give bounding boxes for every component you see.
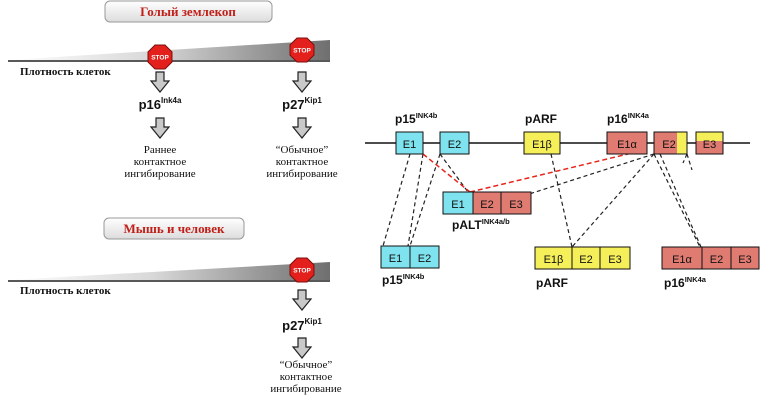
palt-transcript: E1 E2 E3 pALTINK4a/b [442, 191, 532, 232]
bottom-axis-label: Плотность клеток [20, 285, 111, 297]
p27-gene-label: p27Kip1 [282, 96, 322, 112]
top-title-box [104, 0, 273, 23]
top-axis-label: Плотность клеток [20, 66, 111, 78]
genomic-exon-e2-p15: E2 [439, 131, 470, 155]
p15-product-label: p15INK4b [382, 272, 425, 287]
genomic-exon-e1alpha: E1α [606, 131, 648, 155]
bottom-title-box [103, 217, 245, 240]
parf-exon-e1beta: E1β [544, 254, 564, 266]
svg-text:E2: E2 [662, 139, 675, 151]
stop-label: STOP [151, 55, 169, 62]
svg-text:E1α: E1α [617, 139, 637, 151]
svg-text:ингибирование: ингибирование [266, 168, 337, 180]
p16-exon-e2: E2 [710, 254, 723, 266]
splicing-connectors [382, 153, 702, 248]
stop-sign-icon: STOP [289, 257, 315, 283]
svg-text:“Обычное”: “Обычное” [276, 144, 329, 156]
top-title: Голый землекоп [140, 4, 236, 19]
stop-label: STOP [293, 48, 311, 55]
genomic-exon-e2-shared: E2 [653, 131, 688, 155]
svg-text:E1: E1 [403, 139, 416, 151]
down-arrow-icon [150, 117, 170, 139]
stop-label: STOP [293, 268, 311, 275]
stop-sign-icon: STOP [147, 44, 173, 70]
svg-text:контактное: контактное [280, 371, 333, 383]
palt-exon-e3: E3 [509, 199, 522, 211]
genomic-exon-e1-p15: E1 [395, 131, 424, 155]
parf-exon-e3: E3 [608, 254, 621, 266]
normal-contact-inhibition-text: “Обычное” контактное ингибирование [266, 144, 337, 180]
p16-gene-label: p16Ink4a [139, 96, 182, 112]
top-scenario: Голый землекоп Плотность клеток STOP STO… [8, 0, 338, 180]
svg-text:ингибирование: ингибирование [270, 383, 341, 395]
svg-text:E2: E2 [448, 139, 461, 151]
palt-label: pALTINK4a/b [452, 217, 510, 232]
p16-exon-e3: E3 [738, 254, 751, 266]
svg-text:E3: E3 [703, 139, 716, 151]
down-arrow-icon [292, 289, 312, 311]
bottom-density-wedge [8, 262, 330, 280]
p16-locus-label: p16INK4a [607, 111, 650, 126]
down-arrow-icon [292, 71, 312, 93]
p15-exon-e2: E2 [418, 253, 431, 265]
down-arrow-icon [292, 337, 312, 359]
down-arrow-icon [150, 71, 170, 93]
svg-text:контактное: контактное [276, 156, 329, 168]
p27-gene-label: p27Kip1 [282, 317, 322, 333]
p16-transcript: E1α E2 E3 p16INK4a [661, 246, 760, 290]
p15-exon-e1: E1 [389, 253, 402, 265]
palt-exon-e1: E1 [451, 199, 464, 211]
down-arrow-icon [292, 117, 312, 139]
svg-text:ингибирование: ингибирование [124, 168, 195, 180]
svg-text:“Обычное”: “Обычное” [280, 359, 333, 371]
stop-sign-icon: STOP [289, 37, 315, 63]
ink4-locus-diagram: p15INK4b pARF p16INK4a E1 [365, 111, 760, 290]
bottom-scenario: Мышь и человек Плотность клеток STOP p27… [8, 217, 342, 395]
parf-locus-label: pARF [525, 112, 557, 126]
p16-product-label: p16INK4a [664, 275, 707, 290]
parf-product-label: pARF [536, 276, 568, 290]
bottom-title: Мышь и человек [123, 221, 225, 236]
genomic-exon-e3: E3 [695, 131, 724, 155]
parf-exon-e2: E2 [579, 254, 592, 266]
genomic-exon-e1beta: E1β [523, 131, 561, 155]
p16-exon-e1alpha: E1α [672, 254, 692, 266]
palt-connectors [422, 153, 629, 193]
early-contact-inhibition-text: Раннее контактное ингибирование [124, 144, 195, 180]
parf-transcript: E1β E2 E3 pARF [534, 246, 631, 290]
svg-text:E1β: E1β [532, 139, 552, 151]
svg-text:контактное: контактное [134, 156, 187, 168]
normal-contact-inhibition-text: “Обычное” контактное ингибирование [270, 359, 341, 395]
palt-exon-e2: E2 [480, 199, 493, 211]
p15-locus-label: p15INK4b [395, 111, 438, 126]
p15-transcript: E1 E2 p15INK4b [380, 245, 440, 287]
svg-text:Раннее: Раннее [144, 144, 177, 156]
